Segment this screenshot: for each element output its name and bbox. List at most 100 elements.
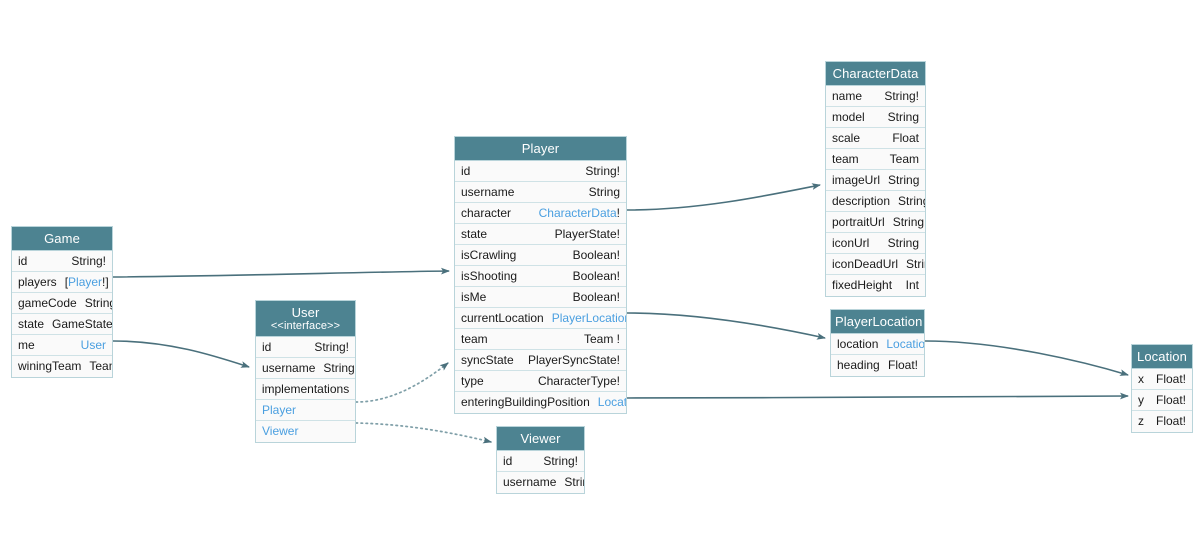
field-name: team bbox=[832, 151, 859, 166]
entity-location-title: Location bbox=[1132, 345, 1192, 369]
field-name: currentLocation bbox=[461, 310, 544, 325]
field-type: Boolean! bbox=[572, 289, 620, 304]
field-row[interactable]: fixedHeight Int bbox=[826, 275, 925, 296]
entity-user-stereotype: <<interface>> bbox=[270, 320, 341, 332]
edge-player-currentlocation-to-playerlocation bbox=[626, 312, 826, 340]
field-type: String bbox=[892, 214, 925, 229]
field-type: Float! bbox=[1155, 414, 1186, 428]
field-row[interactable]: syncState PlayerSyncState! bbox=[455, 350, 626, 371]
field-type: Int bbox=[905, 278, 919, 292]
field-type: Team bbox=[889, 151, 919, 166]
field-name: state bbox=[461, 226, 488, 241]
field-row[interactable]: enteringBuildingPosition Location bbox=[455, 392, 626, 413]
field-type: Team bbox=[89, 359, 112, 373]
field-row[interactable]: players [Player!] bbox=[12, 272, 112, 293]
entity-playerlocation[interactable]: PlayerLocation location Location! headin… bbox=[830, 309, 925, 377]
entity-user[interactable]: User <<interface>> id String! username S… bbox=[255, 300, 356, 443]
field-name: isShooting bbox=[461, 268, 518, 283]
field-row[interactable]: username String bbox=[256, 358, 355, 379]
field-row[interactable]: team Team bbox=[826, 149, 925, 170]
entity-location[interactable]: Location x Float! y Float! z Float! bbox=[1131, 344, 1193, 433]
field-name: isCrawling bbox=[461, 247, 517, 262]
field-type-link[interactable]: Location! bbox=[886, 336, 924, 351]
field-row[interactable]: imageUrl String bbox=[826, 170, 925, 191]
field-row[interactable]: id String! bbox=[256, 337, 355, 358]
field-name: gameCode bbox=[18, 295, 77, 310]
field-row[interactable]: name String! bbox=[826, 86, 925, 107]
entity-characterdata-title: CharacterData bbox=[826, 62, 925, 86]
field-row[interactable]: state GameState! bbox=[12, 314, 112, 335]
edge-game-players-to-player bbox=[112, 267, 450, 278]
field-row[interactable]: portraitUrl String bbox=[826, 212, 925, 233]
field-type-link[interactable]: Location bbox=[597, 395, 626, 409]
field-row[interactable]: id String! bbox=[497, 451, 584, 472]
field-row[interactable]: iconUrl String bbox=[826, 233, 925, 254]
field-name: character bbox=[461, 205, 512, 220]
field-type-link[interactable]: CharacterData! bbox=[538, 205, 620, 220]
entity-viewer[interactable]: Viewer id String! username String bbox=[496, 426, 585, 494]
field-row[interactable]: model String bbox=[826, 107, 925, 128]
field-row[interactable]: iconDeadUrl String bbox=[826, 254, 925, 275]
field-row[interactable]: isCrawling Boolean! bbox=[455, 245, 626, 266]
entity-characterdata[interactable]: CharacterData name String! model String … bbox=[825, 61, 926, 297]
field-type: String bbox=[888, 172, 920, 187]
field-type-link[interactable]: [Player!] bbox=[64, 274, 109, 289]
entity-game-title: Game bbox=[12, 227, 112, 251]
field-name: scale bbox=[832, 130, 861, 145]
field-row[interactable]: isMe Boolean! bbox=[455, 287, 626, 308]
entity-game[interactable]: Game id String! players [Player!] gameCo… bbox=[11, 226, 113, 378]
field-name: enteringBuildingPosition bbox=[461, 395, 590, 409]
field-row[interactable]: id String! bbox=[455, 161, 626, 182]
field-row[interactable]: state PlayerState! bbox=[455, 224, 626, 245]
field-type-link[interactable]: PlayerLocation! bbox=[551, 310, 626, 325]
field-row[interactable]: team Team ! bbox=[455, 329, 626, 350]
implementation-row-viewer[interactable]: Viewer bbox=[256, 421, 355, 442]
edge-user-implements-player bbox=[355, 362, 449, 403]
field-type-link[interactable]: User bbox=[80, 337, 106, 352]
entity-player-title: Player bbox=[455, 137, 626, 161]
field-row[interactable]: isShooting Boolean! bbox=[455, 266, 626, 287]
field-type: Boolean! bbox=[572, 247, 620, 262]
entity-player[interactable]: Player id String! username String charac… bbox=[454, 136, 627, 414]
field-type: String! bbox=[84, 295, 112, 310]
field-row[interactable]: username String bbox=[497, 472, 584, 493]
field-row[interactable]: y Float! bbox=[1132, 390, 1192, 411]
implementation-row-player[interactable]: Player bbox=[256, 400, 355, 421]
field-row[interactable]: heading Float! bbox=[831, 355, 924, 376]
field-row[interactable]: description String bbox=[826, 191, 925, 212]
field-name: syncState bbox=[461, 352, 514, 367]
field-row[interactable]: username String bbox=[455, 182, 626, 203]
field-name: description bbox=[832, 193, 891, 208]
field-type: String! bbox=[884, 88, 919, 103]
field-name: type bbox=[461, 373, 484, 388]
field-type: Team ! bbox=[583, 331, 620, 346]
field-type: CharacterType! bbox=[537, 373, 620, 388]
field-name: me bbox=[18, 337, 35, 352]
field-row[interactable]: x Float! bbox=[1132, 369, 1192, 390]
field-row[interactable]: currentLocation PlayerLocation! bbox=[455, 308, 626, 329]
field-type: Boolean! bbox=[572, 268, 620, 283]
implementation-name[interactable]: Player bbox=[262, 402, 297, 417]
field-name: x bbox=[1138, 371, 1144, 386]
field-name: imageUrl bbox=[832, 172, 881, 187]
field-type: String! bbox=[314, 339, 349, 354]
field-row[interactable]: scale Float bbox=[826, 128, 925, 149]
field-row[interactable]: character CharacterData! bbox=[455, 203, 626, 224]
field-name: model bbox=[832, 109, 865, 124]
field-row[interactable]: id String! bbox=[12, 251, 112, 272]
field-row[interactable]: type CharacterType! bbox=[455, 371, 626, 392]
field-type: PlayerState! bbox=[554, 226, 620, 241]
field-name: portraitUrl bbox=[832, 214, 885, 229]
field-row[interactable]: me User bbox=[12, 335, 112, 356]
field-row[interactable]: location Location! bbox=[831, 334, 924, 355]
implementation-name[interactable]: Viewer bbox=[262, 424, 299, 438]
field-name: players bbox=[18, 274, 57, 289]
field-row[interactable]: gameCode String! bbox=[12, 293, 112, 314]
edge-playerlocation-location-to-location bbox=[924, 340, 1129, 376]
field-row[interactable]: z Float! bbox=[1132, 411, 1192, 432]
field-type: String bbox=[588, 184, 620, 199]
field-name: iconUrl bbox=[832, 235, 870, 250]
field-row[interactable]: winingTeam Team bbox=[12, 356, 112, 377]
field-type: Float! bbox=[1155, 371, 1186, 386]
edge-game-me-to-user bbox=[112, 340, 250, 368]
